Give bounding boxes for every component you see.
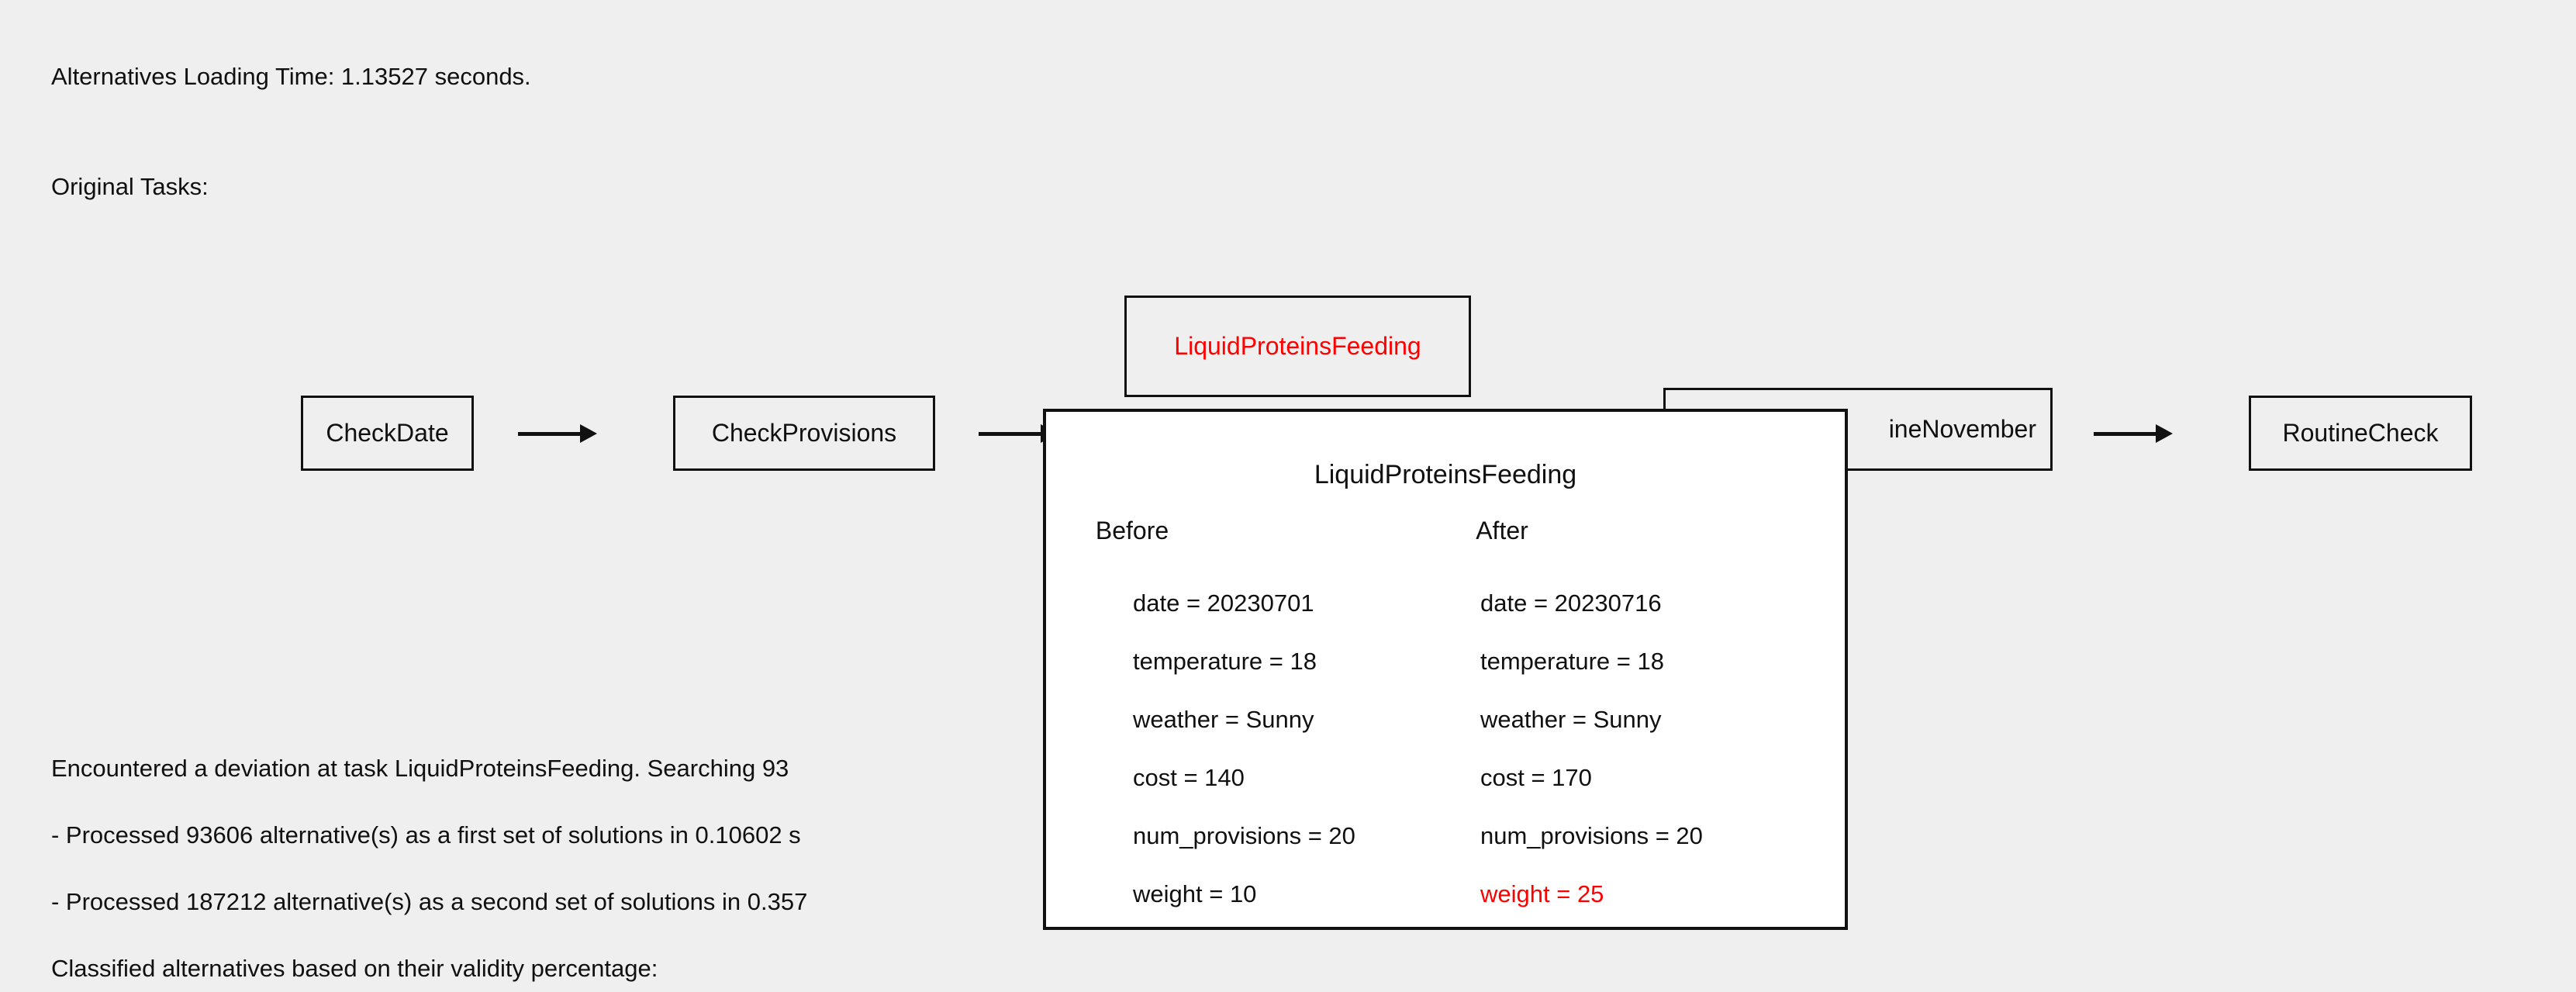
task-box-label: LiquidProteinsFeeding <box>1174 332 1421 360</box>
task-box-label: CheckProvisions <box>711 419 897 447</box>
arrow-checkdate-to-checkprovisions <box>518 418 599 449</box>
task-box-label: CheckDate <box>326 419 449 447</box>
arrow-shaft <box>2094 432 2157 436</box>
arrow-head <box>2156 424 2173 443</box>
popup-value-row: weather = Sunny <box>1480 706 1662 733</box>
deviation-message-text: Encountered a deviation at task LiquidPr… <box>51 755 789 782</box>
popup-value-row: cost = 170 <box>1480 764 1592 791</box>
popup-value-row: cost = 140 <box>1133 764 1245 791</box>
popup-value-row: num_provisions = 20 <box>1480 822 1703 849</box>
arrow-shaft <box>979 432 1042 436</box>
first-solution-set-text: - Processed 93606 alternative(s) as a fi… <box>51 821 801 849</box>
popup-value-row: num_provisions = 20 <box>1133 822 1355 849</box>
arrow-shaft <box>518 432 582 436</box>
popup-after-values: date = 20230716 temperature = 18 weather =… <box>1480 574 1703 923</box>
arrow-head <box>580 424 597 443</box>
popup-value-row: temperature = 18 <box>1480 648 1664 675</box>
popup-before-values: date = 20230701 temperature = 18 weather =… <box>1133 574 1355 923</box>
task-box-label: RoutineCheck <box>2282 419 2439 447</box>
popup-value-row: weight = 10 <box>1133 880 1257 907</box>
alternatives-loading-time-text: Alternatives Loading Time: 1.13527 secon… <box>51 63 531 90</box>
before-after-comparison-popup[interactable]: LiquidProteinsFeeding Before After date … <box>1043 409 1848 930</box>
arrow-routinenovember-to-routinecheck <box>2094 418 2174 449</box>
popup-value-row: weather = Sunny <box>1133 706 1314 733</box>
popup-value-row: date = 20230716 <box>1480 589 1662 617</box>
task-box-routinecheck[interactable]: RoutineCheck <box>2249 396 2472 471</box>
classified-alternatives-text: Classified alternatives based on their v… <box>51 955 658 982</box>
popup-value-row: temperature = 18 <box>1133 648 1317 675</box>
task-box-liquidproteinsfeeding-deviated[interactable]: LiquidProteinsFeeding <box>1124 296 1471 397</box>
popup-column-header-before: Before <box>1095 517 1169 544</box>
popup-value-row: weight = 25 <box>1480 880 1604 907</box>
task-box-checkprovisions[interactable]: CheckProvisions <box>673 396 935 471</box>
original-tasks-label: Original Tasks: <box>51 173 209 200</box>
popup-column-header-after: After <box>1476 517 1528 544</box>
popup-title: LiquidProteinsFeeding <box>1314 460 1577 489</box>
second-solution-set-text: - Processed 187212 alternative(s) as a s… <box>51 888 808 915</box>
task-box-label: ineNovember <box>1888 415 2036 443</box>
popup-value-row: date = 20230701 <box>1133 589 1314 617</box>
task-box-checkdate[interactable]: CheckDate <box>301 396 474 471</box>
